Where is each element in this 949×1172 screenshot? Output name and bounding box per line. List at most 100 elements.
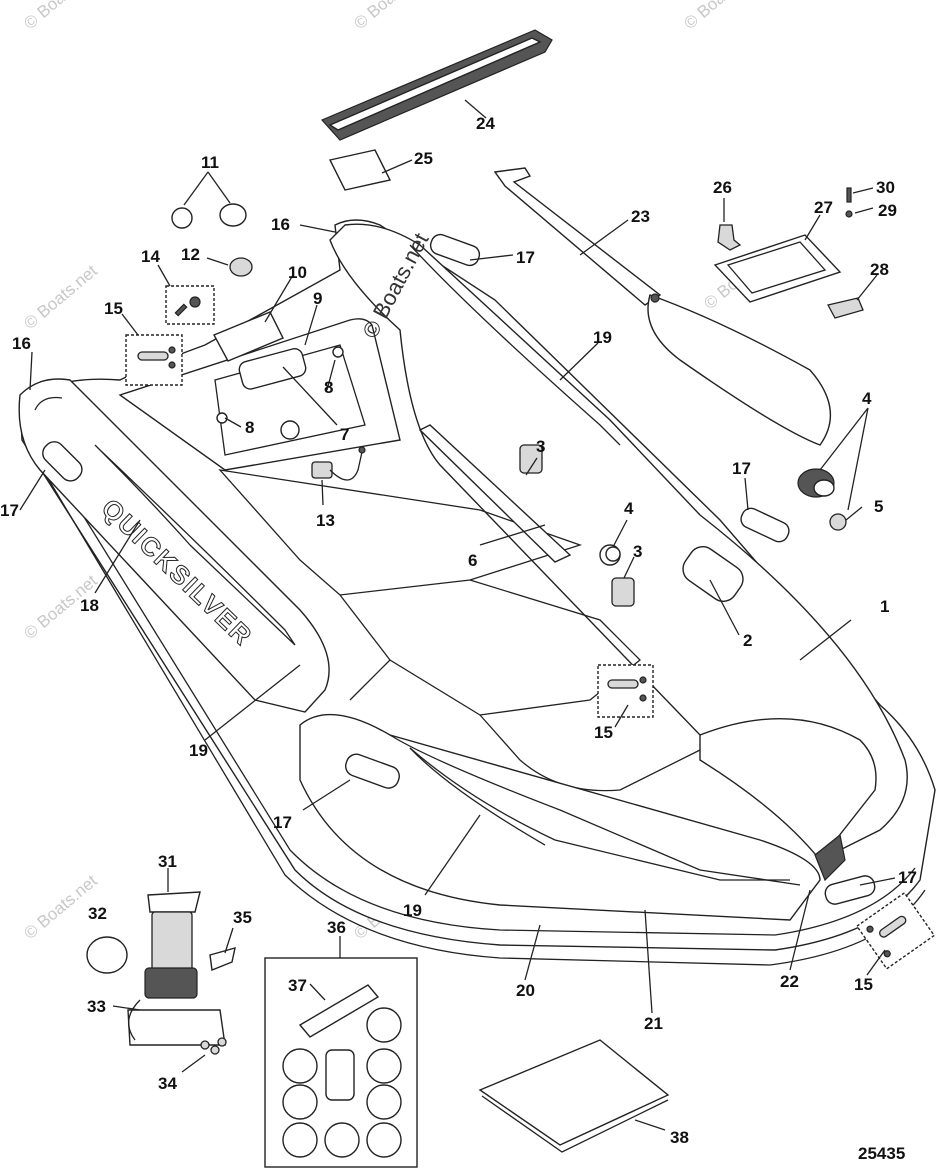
repair-kit [264,957,418,1168]
callout-26: 26 [713,178,732,197]
grab-lines [94,244,790,881]
callout-numbers: 1 2 3 3 4 4 5 6 7 8 8 9 10 11 12 13 14 1… [0,114,917,1147]
callout-29: 29 [878,201,897,220]
callout-15: 15 [854,975,873,994]
diagram-reference-number: 25435 [858,1144,905,1163]
owners-manual [478,1039,670,1146]
callout-17: 17 [516,248,535,267]
callout-16: 16 [271,215,290,234]
ring [216,412,228,424]
clip [717,224,742,251]
callout-30: 30 [876,178,895,197]
valve-cap [605,546,621,562]
callout-5: 5 [874,497,883,516]
handle [740,507,790,543]
callout-3: 3 [633,542,642,561]
glue-tube [298,984,380,1038]
cement-can [325,1049,355,1101]
drain-valve [311,446,366,481]
seat-tube [418,424,572,563]
watermark: © Boats.net [20,0,101,33]
oar-holder [519,444,543,474]
callout-21: 21 [644,1014,663,1033]
callout-23: 23 [631,207,650,226]
callout-37: 37 [288,976,307,995]
watermark: © Boats.net [350,0,431,33]
part-box [165,285,215,325]
callout-12: 12 [181,245,200,264]
valve-cap [171,207,193,229]
callout-10: 10 [288,263,307,282]
valve-adapter [829,513,847,531]
bow-logo [814,833,846,882]
oar-holder [611,577,635,607]
washer [845,210,853,218]
callout-27: 27 [814,198,833,217]
watermark: © Boats.net [680,0,761,33]
ring [332,346,344,358]
callout-11: 11 [201,153,219,172]
leader-lines [19,99,896,1131]
callout-7: 7 [340,425,349,444]
callout-1: 1 [880,597,889,616]
screw [846,187,852,203]
seat-assembly [320,29,553,191]
callout-13: 13 [316,511,335,530]
callout-8: 8 [324,378,333,397]
towing-plate [855,891,936,970]
repair-patch [213,311,284,362]
handle [344,753,400,789]
callout-33: 33 [87,997,106,1016]
callout-4: 4 [624,499,634,518]
callout-8: 8 [245,418,254,437]
small-parts [125,187,936,970]
callout-17: 17 [0,501,19,520]
callout-19: 19 [593,328,612,347]
callout-17: 17 [273,813,292,832]
callout-15: 15 [104,299,123,318]
handle [42,441,83,482]
callout-19: 19 [403,901,422,920]
callout-17: 17 [898,868,917,887]
valve-patch [682,546,744,602]
callout-6: 6 [468,551,477,570]
callout-38: 38 [670,1128,689,1147]
callout-25: 25 [414,149,433,168]
callout-14: 14 [141,247,160,266]
watermark: © Boats.net [20,261,101,333]
boat-details [216,346,846,882]
drain-plug [280,420,300,440]
callout-3: 3 [536,437,545,456]
valve-insert [229,257,253,277]
callout-4: 4 [862,389,872,408]
callout-35: 35 [233,908,252,927]
callout-18: 18 [80,596,99,615]
seat-bracket [328,149,392,191]
foot-pump [86,891,236,1055]
callout-15: 15 [594,723,613,742]
callout-24: 24 [476,114,495,133]
callout-2: 2 [743,631,752,650]
callout-32: 32 [88,904,107,923]
towing-plate [125,334,183,386]
handles [42,233,876,905]
pump-adapter [209,947,236,971]
handle [824,875,876,905]
callout-28: 28 [870,260,889,279]
callout-31: 31 [158,852,177,871]
callout-22: 22 [780,972,799,991]
hinge [827,297,864,319]
valve-body [219,203,247,227]
transom-plate [238,348,307,390]
callout-17: 17 [732,459,751,478]
callout-9: 9 [313,289,322,308]
pump-gauge [86,936,128,974]
callout-36: 36 [327,918,346,937]
oar [493,167,832,446]
callout-20: 20 [516,981,535,1000]
inflatable-boat-hull [18,219,936,966]
callout-34: 34 [158,1074,177,1093]
callout-16: 16 [12,334,31,353]
callout-19: 19 [189,741,208,760]
